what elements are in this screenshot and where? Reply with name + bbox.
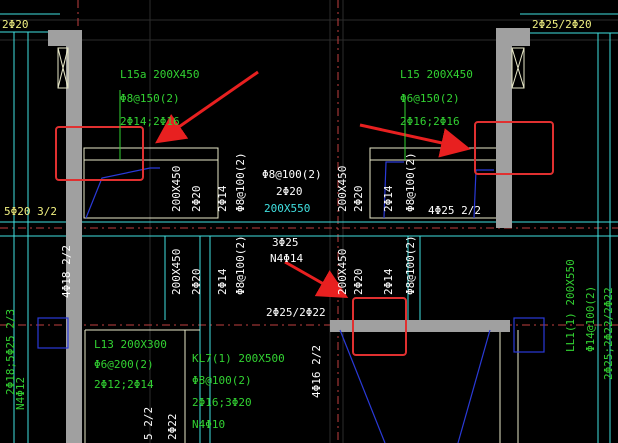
beam-l15a-longitudinal: 2Φ14;2Φ16 [120,115,180,128]
vlabel-3: 2Φ14 [216,185,229,212]
top-left-rebar: 2Φ20 [2,18,29,31]
green-lines [119,90,406,160]
vlabel-11: 2Φ14 [216,268,229,295]
lower-col-rebar-a: 4Φ16 2/2 [310,345,323,398]
red-box-right [474,121,554,175]
beam-l13-name: L13 200X300 [94,338,167,351]
beam-kl7-stirrup: Φ8@100(2) [192,374,252,387]
detail-red-boxes [55,121,554,356]
beam-l15-stirrup: Φ6@150(2) [400,92,460,105]
vlabel-10: 2Φ20 [190,269,203,296]
top-right-rebar: 2Φ25/2Φ20 [532,18,592,31]
mid-beam-top: 2Φ20 [276,185,303,198]
left-bottom-rebar: 5Φ20 3/2 [4,205,57,218]
vlabel-8: Φ8@100(2) [404,152,417,212]
beam-l15-name: L15 200X450 [400,68,473,81]
vlabel-9: 200X450 [170,249,183,295]
center-bottom-count: 3Φ25 [272,236,299,249]
wall-outlines [83,147,519,443]
right-edge-beam-longitudinal: 2Φ25;2Φ22/2Φ22 [602,287,615,380]
right-edge-beam-stirrup: Φ14@100(2) [584,286,597,352]
lower-col-rebar-b: 5 2/2 [142,407,155,440]
red-box-left [55,126,144,181]
left-col-rebar: 4Φ18 2/2 [60,245,73,298]
columns [48,28,530,443]
lower-beam-rebar: 2Φ25/2Φ22 [266,306,326,319]
vlabel-2: 2Φ20 [190,186,203,213]
vlabel-1: 200X450 [170,166,183,212]
beam-l13-stirrup: Φ6@200(2) [94,358,154,371]
vlabel-14: 2Φ20 [352,269,365,296]
vlabel-4: Φ8@100(2) [234,152,247,212]
mid-beam-stirrup: Φ8@100(2) [262,168,322,181]
red-box-lower [352,297,407,356]
vlabel-13: 200X450 [336,249,349,295]
column-xmarks [57,47,525,89]
vlabel-12: Φ8@100(2) [234,235,247,295]
arrow-red-icon [155,70,471,298]
vlabel-5: 200X450 [336,166,349,212]
far-left-rebar: 2Φ18;5Φ25 2/3 [4,309,17,395]
right-edge-beam-name: LL1(1) 200X550 [564,259,577,352]
beam-l15a-stirrup: Φ8@150(2) [120,92,180,105]
beam-kl7-torsion: N4Φ10 [192,418,225,431]
cyan-outlines [0,13,618,443]
beam-l13-longitudinal: 2Φ12;2Φ14 [94,378,154,391]
right-rebar: 4Φ25 2/2 [428,204,481,217]
vlabel-7: 2Φ14 [382,185,395,212]
vlabel-6: 2Φ20 [352,186,365,213]
beam-kl7-longitudinal: 2Φ16;3Φ20 [192,396,252,409]
lower-col-rebar-c: 2Φ22 [166,414,179,441]
blue-outlines [37,161,545,443]
center-bottom-torsion: N4Φ14 [270,252,303,265]
beam-l15a-name: L15a 200X450 [120,68,199,81]
vlabel-16: Φ8@100(2) [404,235,417,295]
far-left-torsion: N4Φ12 [14,377,27,410]
vlabel-15: 2Φ14 [382,268,395,295]
beam-l15-longitudinal: 2Φ16;2Φ16 [400,115,460,128]
mid-beam-section: 200X550 [264,202,310,215]
beam-kl7-name: KL7(1) 200X500 [192,352,285,365]
